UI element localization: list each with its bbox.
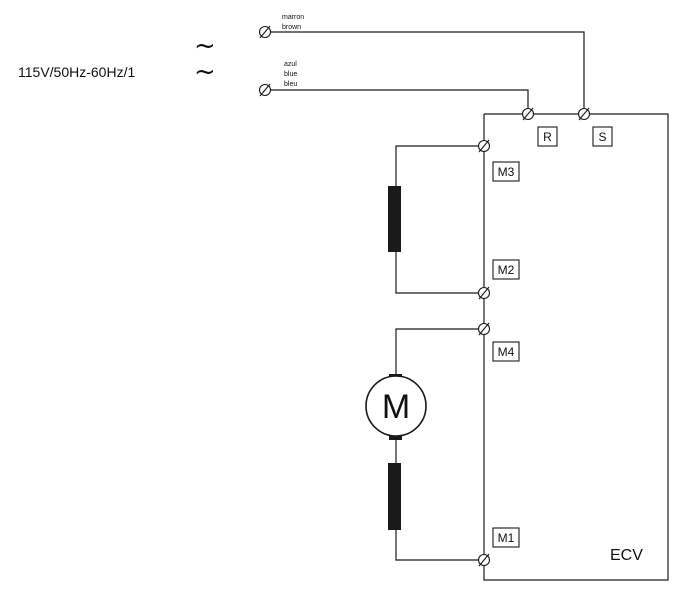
coil-upper-wiring <box>395 145 484 294</box>
motor-label: M <box>382 388 410 426</box>
blue-supply-wire <box>271 89 529 114</box>
label-m1: M1 <box>492 527 520 548</box>
svg-text:R: R <box>543 130 552 144</box>
wire-label-bleu: bleu <box>284 81 297 88</box>
blue-wire-labels: azul blue bleu <box>284 61 297 88</box>
brown-supply-wire <box>271 31 585 114</box>
ecv-enclosure <box>483 113 669 581</box>
motor-circle <box>365 375 427 437</box>
terminal-m1 <box>477 553 491 567</box>
brown-wire-labels: marron brown <box>282 14 304 31</box>
svg-text:M3: M3 <box>498 165 515 179</box>
svg-text:M2: M2 <box>498 263 515 277</box>
upper-coil <box>388 186 401 252</box>
label-r: R <box>537 126 558 147</box>
wire-label-marron: marron <box>282 14 304 21</box>
terminal-m4 <box>477 322 491 336</box>
label-m4: M4 <box>492 341 520 362</box>
terminal-supply-bottom <box>258 83 272 97</box>
motor-wiring <box>395 328 484 561</box>
wire-label-blue: blue <box>284 71 297 78</box>
wire-label-brown: brown <box>282 24 301 31</box>
terminal-m3 <box>477 139 491 153</box>
svg-text:M1: M1 <box>498 531 515 545</box>
label-s: S <box>592 126 613 147</box>
ac-symbol-bottom: ~ <box>194 57 216 87</box>
ac-symbol-top: ~ <box>194 31 216 61</box>
terminal-supply-top <box>258 25 272 39</box>
terminal-r <box>521 107 535 121</box>
motor: M <box>365 374 427 440</box>
label-m2: M2 <box>492 259 520 280</box>
svg-text:M4: M4 <box>498 345 515 359</box>
ecv-label: ECV <box>610 547 643 564</box>
terminal-m2 <box>477 286 491 300</box>
supply-voltage-label: 115V/50Hz-60Hz/1 <box>18 64 135 80</box>
svg-text:S: S <box>598 130 606 144</box>
terminal-s <box>577 107 591 121</box>
lower-coil <box>388 463 401 530</box>
label-m3: M3 <box>492 161 520 182</box>
wire-label-azul: azul <box>284 61 297 68</box>
